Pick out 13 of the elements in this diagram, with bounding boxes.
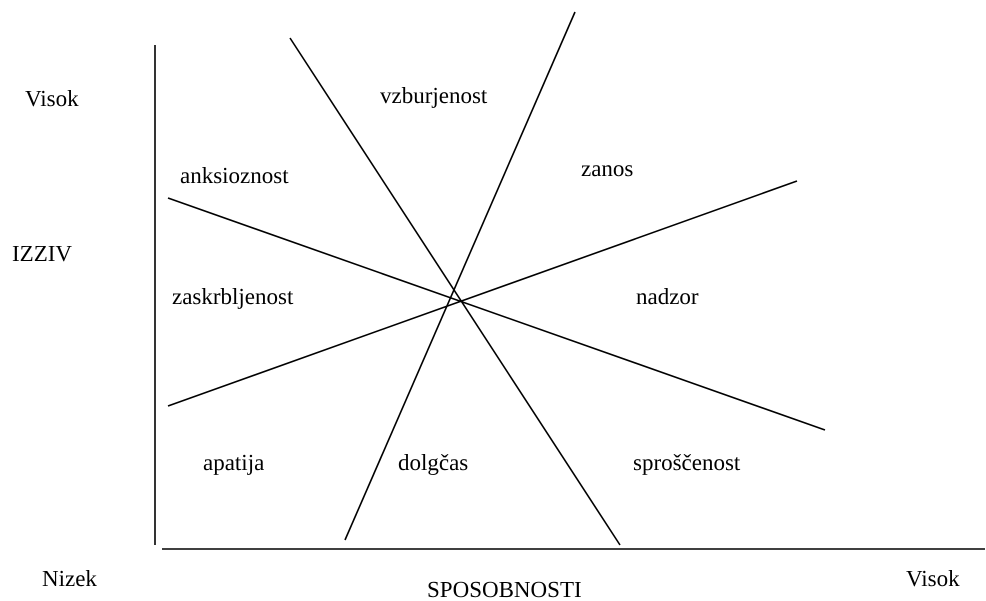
region-label: vzburjenost	[380, 84, 488, 107]
region-label: nadzor	[636, 285, 699, 308]
region-label: sproščenost	[633, 451, 740, 474]
axis-end-label: Visok	[25, 87, 79, 110]
axis-end-label: Nizek	[42, 567, 97, 590]
axis-end-label: Visok	[906, 567, 960, 590]
region-label: zaskrbljenost	[172, 285, 294, 308]
region-label: anksioznost	[180, 164, 289, 187]
region-label: zanos	[581, 157, 634, 180]
axis-title: IZZIV	[12, 242, 72, 265]
axis-title: SPOSOBNOSTI	[427, 578, 582, 601]
region-label: apatija	[203, 451, 264, 474]
region-label: dolgčas	[398, 451, 468, 474]
